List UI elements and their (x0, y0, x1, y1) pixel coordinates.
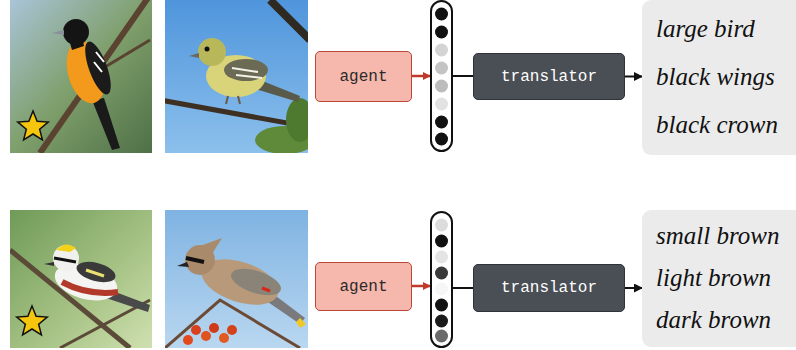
output-box: small brown light brown dark brown (642, 210, 796, 347)
bird-photo (10, 0, 152, 153)
bird-photo (165, 210, 308, 348)
target-star (17, 306, 47, 335)
box-label: translator (501, 279, 597, 297)
agent-box: agent (315, 51, 412, 102)
box-label: agent (339, 278, 387, 296)
output-box: large bird black wings black crown (642, 0, 796, 155)
output-arrow (625, 287, 642, 289)
bird-photo (165, 0, 308, 153)
message-arrow (412, 285, 430, 288)
output-phrase: black crown (656, 111, 778, 140)
bird-photo (10, 210, 152, 348)
output-phrase: large bird (656, 15, 755, 44)
target-star (18, 111, 48, 140)
vector-line (452, 287, 473, 289)
message-vector (431, 1, 452, 151)
translator-box: translator (473, 53, 625, 100)
box-label: translator (501, 68, 597, 86)
translator-box: translator (473, 264, 625, 312)
box-label: agent (339, 68, 387, 86)
output-phrase: light brown (656, 264, 771, 293)
message-arrow (412, 75, 430, 78)
agent-box: agent (315, 262, 412, 311)
output-arrow (625, 76, 642, 78)
vector-line (452, 75, 473, 77)
output-phrase: black wings (656, 63, 775, 92)
output-phrase: dark brown (656, 306, 771, 335)
message-vector (431, 212, 452, 347)
output-phrase: small brown (656, 222, 779, 251)
